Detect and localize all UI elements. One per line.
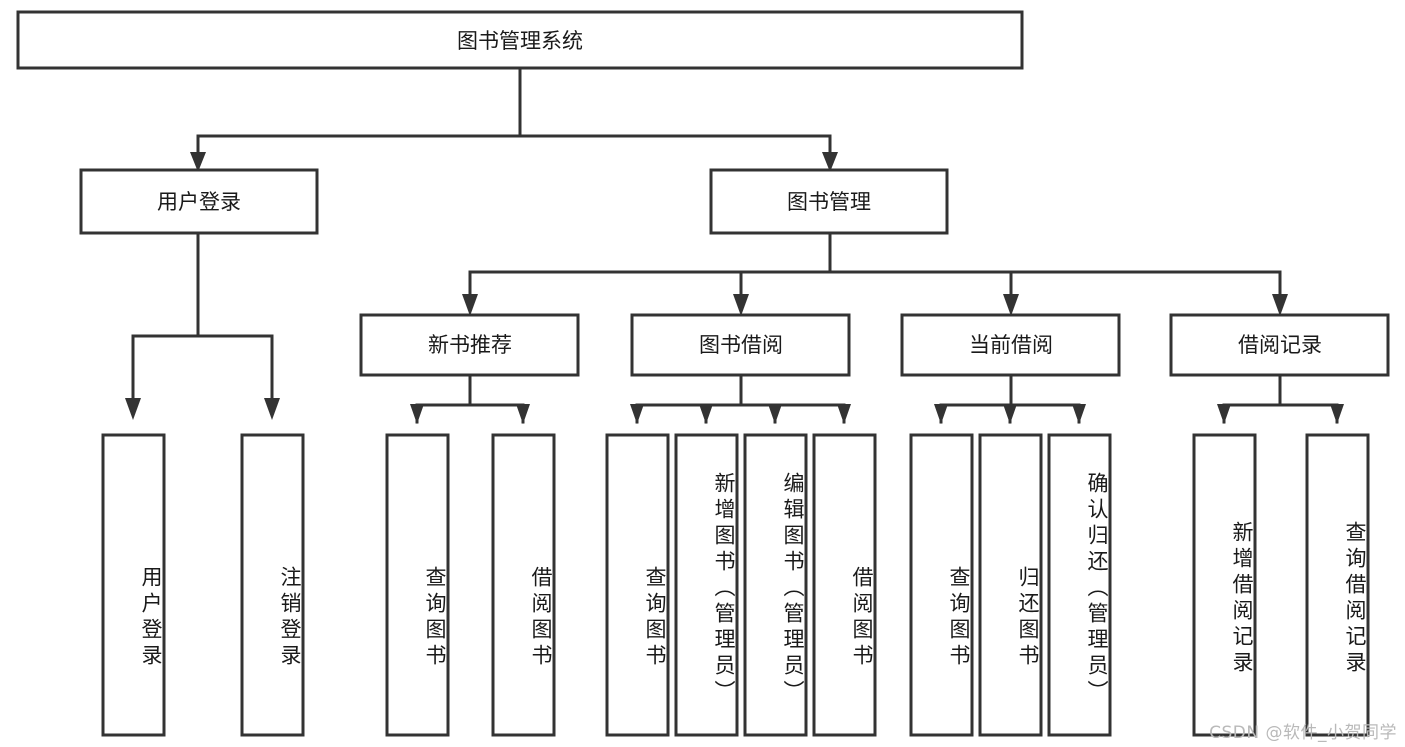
node-borrow-record-label: 借阅记录 xyxy=(1238,333,1322,357)
arrowhead-leaf-new-book-2 xyxy=(516,404,530,424)
arrowhead-borrow-record xyxy=(1272,294,1288,316)
leaf-new-book-2-box[interactable] xyxy=(491,433,556,737)
node-box-group xyxy=(16,10,1390,737)
leaf-user-login-1-box[interactable] xyxy=(101,433,166,737)
arrowhead-leaf-user-login-2 xyxy=(264,398,280,420)
leaf-book-borrow-1-box[interactable] xyxy=(605,433,670,737)
arrowhead-group xyxy=(125,152,1344,424)
arrowhead-leaf-new-book-1 xyxy=(410,404,424,424)
arrowhead-new-book xyxy=(462,294,478,316)
arrowhead-leaf-current-borrow-2 xyxy=(1003,404,1017,424)
arrowhead-leaf-current-borrow-3 xyxy=(1072,404,1086,424)
arrowhead-leaf-book-borrow-4 xyxy=(837,404,851,424)
arrowhead-leaf-book-borrow-2 xyxy=(699,404,713,424)
leaf-new-book-1-box[interactable] xyxy=(385,433,450,737)
node-book-manage-label: 图书管理 xyxy=(787,190,871,214)
node-label-group: 图书管理系统 用户登录 图书管理 新书推荐 图书借阅 当前借阅 借阅记录 xyxy=(157,29,1322,357)
arrowhead-leaf-book-borrow-3 xyxy=(768,404,782,424)
arrowhead-leaf-book-borrow-1 xyxy=(630,404,644,424)
node-user-login-label: 用户登录 xyxy=(157,190,241,214)
node-new-book-label: 新书推荐 xyxy=(428,333,512,357)
leaf-book-borrow-3-box[interactable] xyxy=(743,433,808,737)
node-book-manage-box[interactable] xyxy=(709,168,949,235)
arrowhead-leaf-user-login-1 xyxy=(125,398,141,420)
leaf-current-borrow-3-box[interactable] xyxy=(1047,433,1112,737)
node-borrow-record-box[interactable] xyxy=(1169,313,1390,377)
leaf-user-login-2-box[interactable] xyxy=(240,433,305,737)
node-user-login-box[interactable] xyxy=(79,168,319,235)
node-root-label: 图书管理系统 xyxy=(457,29,583,53)
leaf-book-borrow-2-box[interactable] xyxy=(674,433,739,737)
leaf-current-borrow-1-box[interactable] xyxy=(909,433,974,737)
leaf-borrow-record-2-box[interactable] xyxy=(1305,433,1370,737)
node-new-book-box[interactable] xyxy=(359,313,580,377)
csdn-watermark: CSDN @软件_小贺同学 xyxy=(1209,723,1397,743)
arrowhead-leaf-current-borrow-1 xyxy=(934,404,948,424)
node-current-borrow-label: 当前借阅 xyxy=(969,333,1053,357)
leaf-current-borrow-2-box[interactable] xyxy=(978,433,1043,737)
arrowhead-book-borrow xyxy=(733,294,749,316)
node-current-borrow-box[interactable] xyxy=(900,313,1121,377)
leaf-book-borrow-4-box[interactable] xyxy=(812,433,877,737)
arrowhead-book-manage xyxy=(822,152,838,172)
arrowhead-leaf-borrow-record-2 xyxy=(1330,404,1344,424)
arrowhead-user-login xyxy=(190,152,206,172)
node-root-box[interactable] xyxy=(16,10,1024,70)
node-book-borrow-box[interactable] xyxy=(630,313,851,377)
arrowhead-leaf-borrow-record-1 xyxy=(1217,404,1231,424)
leaf-borrow-record-1-box[interactable] xyxy=(1192,433,1257,737)
node-book-borrow-label: 图书借阅 xyxy=(699,333,783,357)
arrowhead-current-borrow xyxy=(1003,294,1019,316)
